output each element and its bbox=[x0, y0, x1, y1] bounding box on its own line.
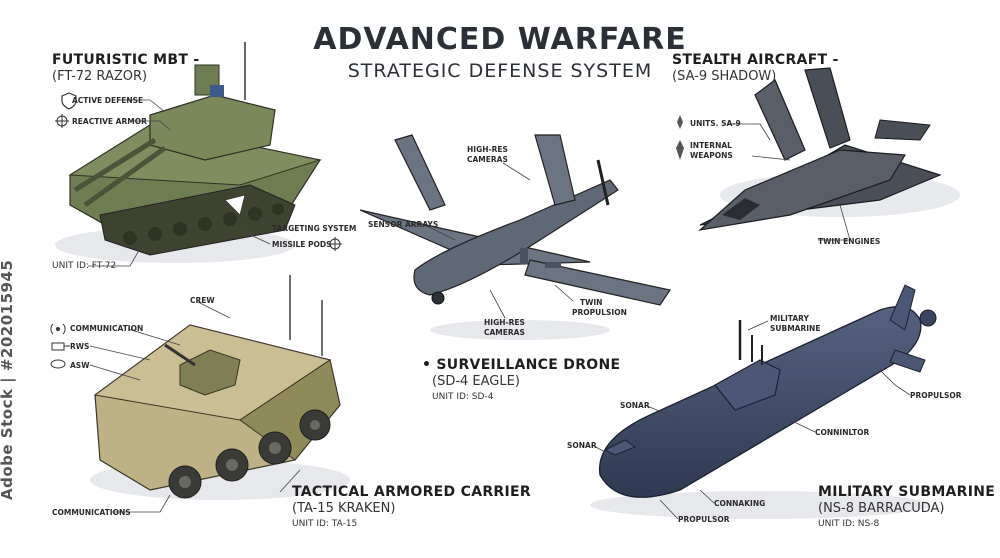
submarine-name: MILITARY SUBMARINE bbox=[818, 484, 996, 500]
drone-illustration bbox=[359, 134, 671, 340]
communication-icon bbox=[50, 323, 66, 335]
label-asw: ASW bbox=[70, 361, 90, 370]
label-military-submarine-line2: SUBMARINE bbox=[770, 324, 821, 333]
armored-carrier-illustration bbox=[90, 275, 350, 500]
label-active-defense: ACTIVE DEFENSE bbox=[72, 96, 144, 105]
carrier-name: TACTICAL ARMORED CARRIER bbox=[292, 484, 531, 500]
page-subtitle: STRATEGIC DEFENSE SYSTEM bbox=[347, 60, 653, 82]
carrier-unit-id: UNIT ID: TA-15 bbox=[292, 519, 358, 529]
drone-unit-id: UNIT ID: SD-4 bbox=[432, 392, 494, 402]
label-sonar-top: SONAR bbox=[620, 401, 650, 410]
label-rws: RWS bbox=[70, 342, 90, 351]
missile-icon bbox=[677, 115, 683, 129]
active-defense-icon bbox=[61, 92, 77, 110]
tank-model: (FT-72 RAZOR) bbox=[52, 69, 148, 84]
tank-unit-id: UNIT ID: FT-72 bbox=[52, 261, 117, 271]
label-twin-propulsion-line1: TWIN bbox=[580, 298, 603, 307]
label-targeting-system: TARGETING SYSTEM bbox=[272, 224, 357, 233]
rws-icon bbox=[51, 342, 70, 351]
submarine-unit-id: UNIT ID: NS-8 bbox=[818, 519, 880, 529]
submarine-illustration bbox=[590, 284, 937, 519]
label-highres-cameras-bottom-line1: HIGH-RES bbox=[484, 318, 525, 327]
tank-name: FUTURISTIC MBT - bbox=[52, 52, 200, 68]
submarine-model: (NS-8 BARRACUDA) bbox=[818, 501, 945, 516]
label-highres-cameras-bottom-line2: CAMERAS bbox=[484, 328, 525, 337]
label-sonar-left: SONAR bbox=[567, 441, 597, 450]
label-units: UNITS. SA-9 bbox=[690, 119, 741, 128]
asw-icon bbox=[50, 359, 66, 369]
label-internal-weapons-line1: INTERNAL bbox=[690, 141, 732, 150]
label-sensor-arrays: SENSOR ARRAYS bbox=[368, 220, 439, 229]
carrier-model: (TA-15 KRAKEN) bbox=[292, 501, 396, 516]
label-missile-pods: MISSILE PODS bbox=[272, 240, 332, 249]
bomb-icon bbox=[676, 140, 684, 160]
label-connaking: CONNAKING bbox=[714, 499, 766, 508]
label-twin-propulsion-line2: PROPULSION bbox=[572, 308, 627, 317]
drone-model: (SD-4 EAGLE) bbox=[432, 374, 520, 389]
tank-illustration bbox=[55, 42, 322, 263]
label-reactive-armor: REACTIVE ARMOR bbox=[72, 117, 147, 126]
label-propulsor-bottom: PROPULSOR bbox=[678, 515, 730, 524]
label-internal-weapons-line2: WEAPONS bbox=[690, 151, 733, 160]
crosshair-icon bbox=[55, 114, 69, 128]
missile-pods-icon bbox=[328, 237, 342, 251]
label-conninltor: CONNINLTOR bbox=[815, 428, 870, 437]
label-highres-cameras-top-line1: HIGH-RES bbox=[467, 145, 508, 154]
aircraft-model: (SA-9 SHADOW) bbox=[672, 69, 777, 84]
drone-name: • SURVEILLANCE DRONE bbox=[422, 357, 621, 373]
label-propulsor-right: PROPULSOR bbox=[910, 391, 962, 400]
label-twin-engines: TWIN ENGINES bbox=[818, 237, 881, 246]
stock-watermark: Adobe Stock | #202015945 bbox=[0, 259, 16, 500]
label-communications: COMMUNICATIONS bbox=[52, 508, 131, 517]
label-communication: COMMUNICATION bbox=[70, 324, 144, 333]
page-title: ADVANCED WARFARE bbox=[313, 22, 687, 57]
aircraft-name: STEALTH AIRCRAFT - bbox=[672, 52, 839, 68]
label-crew: CREW bbox=[190, 296, 215, 305]
label-highres-cameras-top-line2: CAMERAS bbox=[467, 155, 508, 164]
stealth-aircraft-illustration bbox=[698, 67, 960, 231]
label-military-submarine-line1: MILITARY bbox=[770, 314, 809, 323]
